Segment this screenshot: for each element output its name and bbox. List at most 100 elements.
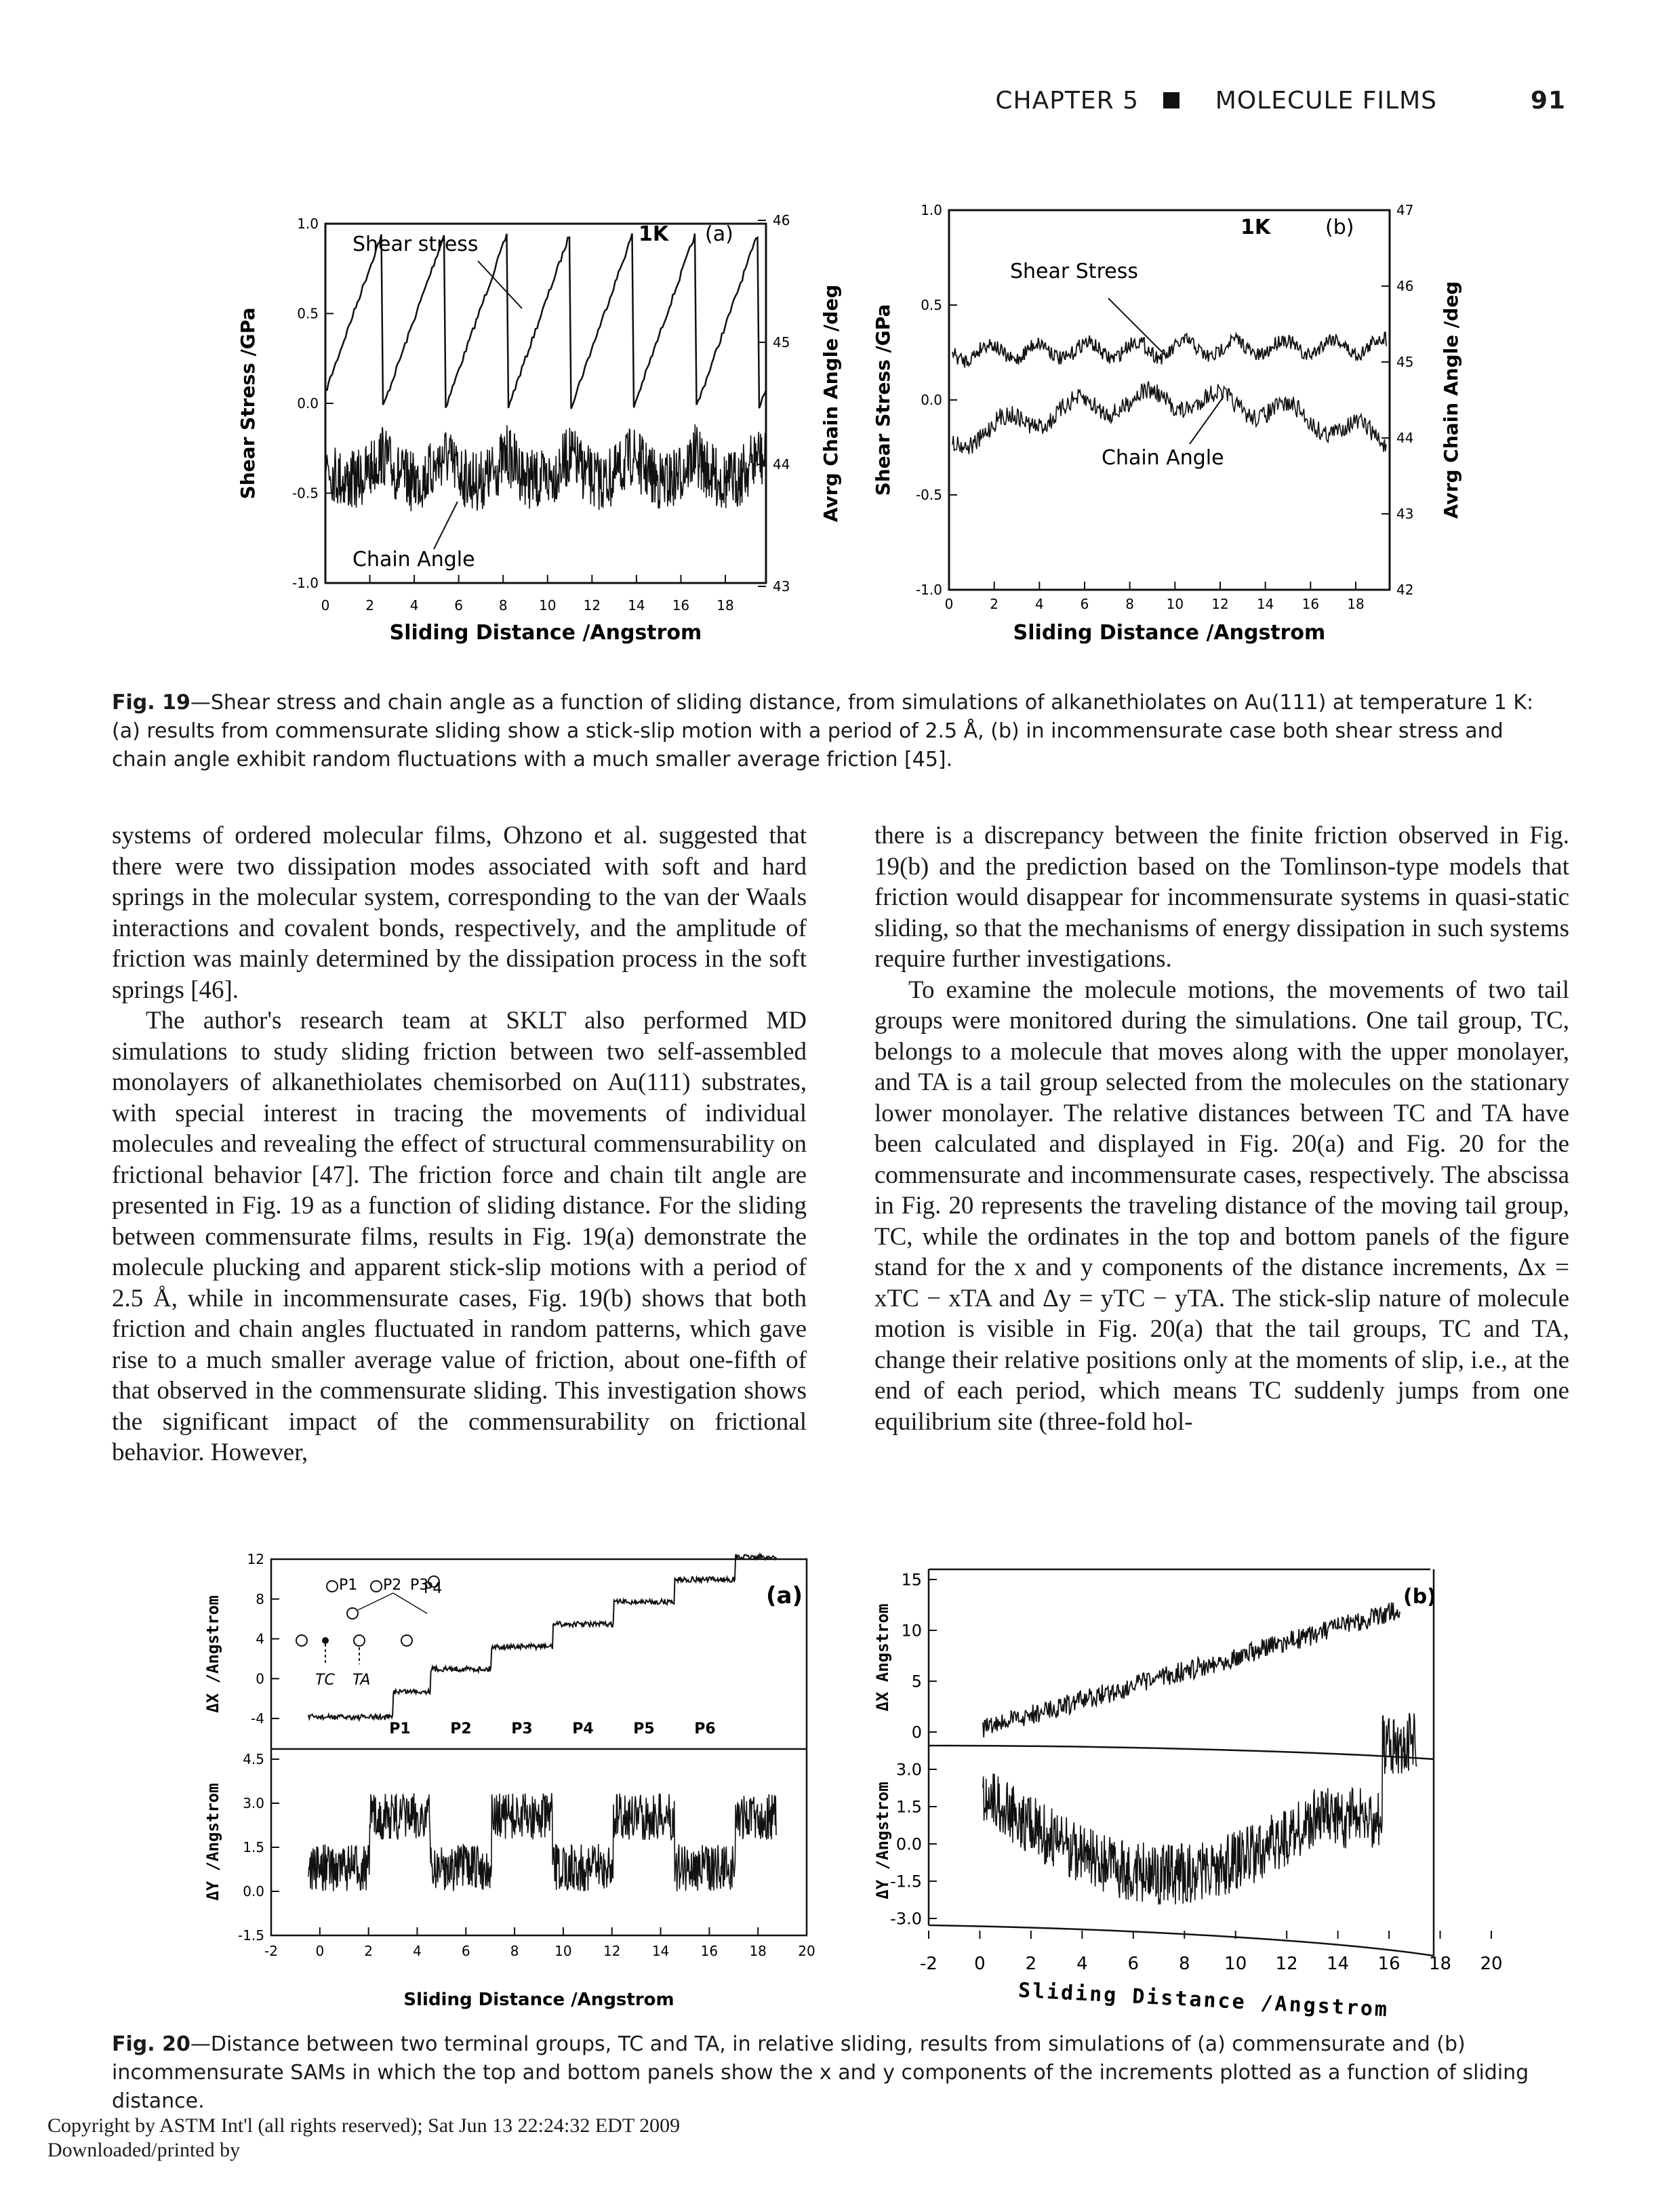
svg-text:TC: TC <box>315 1672 335 1689</box>
fig20b-ylabel-top: ΔX Angstrom <box>873 1604 892 1712</box>
fig19b-ytick-left-label: 0.0 <box>921 392 942 408</box>
fig19b-panel-tag: (b) <box>1325 216 1354 239</box>
fig19a-ytick-right-label: 45 <box>773 334 790 350</box>
fig19b-xtick-label: 10 <box>1167 596 1184 612</box>
separator-square <box>1163 92 1179 108</box>
fig19-caption-label: Fig. 19 <box>112 691 190 715</box>
fig20a-ylabel-bottom: ΔY /Angstrom <box>203 1783 222 1900</box>
fig19a-xtick-label: 18 <box>717 597 733 614</box>
fig19b-angle-pointer <box>1189 396 1224 445</box>
fig19a-ylabel-right: Avrg Chain Angle /deg <box>820 285 842 522</box>
fig20a-period-label: P1 <box>389 1721 410 1737</box>
chapter-label: CHAPTER 5 <box>995 87 1139 115</box>
fig20a-ytick-top-label: 8 <box>256 1591 264 1607</box>
fig19a-xtick-label: 8 <box>499 597 508 614</box>
fig20a-xlabel: Sliding Distance /Angstrom <box>403 1990 674 2010</box>
body-left-column: systems of ordered molecular films, Ohzo… <box>112 820 807 1468</box>
fig20b-frame <box>927 1568 1435 1957</box>
fig19a-xtick-label: 16 <box>672 597 689 614</box>
fig19a-ytick-left-label: -0.5 <box>292 485 319 502</box>
fig20a-dy-series <box>308 1792 777 1891</box>
fig20b-dy-series <box>982 1712 1417 1905</box>
fig20b-xtick-label: -2 <box>920 1954 937 1974</box>
fig20a-period-label: P6 <box>694 1721 715 1737</box>
fig19b-ytick-left-label: -0.5 <box>916 487 942 503</box>
fig20a-period-label: P2 <box>450 1721 471 1737</box>
fig20b-ytick-top-label: 10 <box>901 1621 922 1640</box>
fig20b-xlabel: Sliding Distance /Angstrom <box>1017 1979 1390 2017</box>
fig20a-frame <box>270 1558 808 1937</box>
fig19b-xtick-label: 18 <box>1347 596 1364 612</box>
fig20a-ytick-top-label: -4 <box>251 1710 264 1727</box>
fig19a-xtick-label: 12 <box>584 597 601 614</box>
body-left-paragraph-1: systems of ordered molecular films, Ohzo… <box>112 822 807 1004</box>
fig19b-ytick-left-label: -1.0 <box>916 582 942 598</box>
fig20b-xtick-label: 16 <box>1378 1954 1400 1974</box>
fig19a-ytick-right-label: 43 <box>773 578 790 595</box>
fig20b-xtick-label: 8 <box>1179 1954 1190 1974</box>
fig20b-panel-tag: (b) <box>1403 1585 1436 1609</box>
fig20b-xtick-label: 14 <box>1327 1954 1349 1974</box>
fig19b-ylabel-right: Avrg Chain Angle /deg <box>1440 281 1462 519</box>
fig20a-xtick-label: 0 <box>315 1943 324 1959</box>
fig19a-xtick-label: 2 <box>365 597 374 614</box>
fig20a-xtick-label: 6 <box>462 1943 470 1959</box>
fig19b-temp: 1K <box>1240 216 1272 239</box>
fig19a-xtick-label: 0 <box>321 597 330 614</box>
section-title: MOLECULE FILMS <box>1215 87 1437 115</box>
fig20a-panel-tag: (a) <box>766 1582 803 1609</box>
fig19b-ylabel-left: Shear Stress /GPa <box>872 304 894 496</box>
fig19a-ytick-right-label: 46 <box>773 212 790 228</box>
fig20b-ytick-bottom-label: 3.0 <box>896 1760 922 1779</box>
fig20a-dx-series <box>308 1552 777 1723</box>
fig19a-shear-pointer <box>477 260 523 309</box>
fig20a-ytick-bottom-label: 0.0 <box>243 1883 264 1899</box>
fig19b-ytick-right-label: 46 <box>1396 278 1413 294</box>
body-left-paragraph-2: The author's research team at SKLT also … <box>112 1007 807 1466</box>
fig20b-xtick-label: 2 <box>1026 1954 1037 1974</box>
fig19b-xtick-label: 0 <box>945 596 954 612</box>
fig19a-chain-angle-series <box>325 424 767 512</box>
fig20b-xtick-label: 20 <box>1480 1954 1502 1974</box>
fig19a-frame <box>324 222 767 584</box>
fig20b-ytick-top-label: 5 <box>912 1672 922 1691</box>
fig19b-chain-angle-series <box>952 381 1387 454</box>
fig20a-xtick-label: 20 <box>798 1943 815 1959</box>
fig19a-panel-tag: (a) <box>705 222 733 246</box>
fig20b-divider <box>928 1744 1434 1761</box>
fig20a-ytick-bottom-label: 4.5 <box>243 1751 264 1767</box>
fig20b-ytick-bottom-label: 1.5 <box>896 1797 922 1816</box>
fig20a-xtick-label: 18 <box>749 1943 766 1959</box>
fig19a-xtick-label: 6 <box>454 597 463 614</box>
fig20a-ytick-bottom-label: 1.5 <box>243 1839 264 1855</box>
fig20a-period-label: P3 <box>511 1721 532 1737</box>
fig19a-shear-label: Shear stress <box>352 233 479 256</box>
fig20-caption-text: —Distance between two terminal groups, T… <box>112 2032 1529 2113</box>
fig19b-angle-label: Chain Angle <box>1102 446 1224 470</box>
fig19a-shear-stress-series <box>325 233 767 409</box>
body-right-paragraph-2: To examine the molecule motions, the mov… <box>874 976 1569 1436</box>
fig19b-ytick-right-label: 47 <box>1396 202 1413 218</box>
fig19b-xtick-label: 12 <box>1211 596 1228 612</box>
fig19a-xlabel: Sliding Distance /Angstrom <box>390 621 702 645</box>
fig20a-xtick-label: 2 <box>364 1943 373 1959</box>
fig20b-xtick-label: 12 <box>1276 1954 1298 1974</box>
svg-text:P3: P3 <box>410 1577 428 1594</box>
fig20b-xtick-label: 6 <box>1128 1954 1139 1974</box>
fig19a-ytick-right-label: 44 <box>773 456 790 472</box>
fig19-caption: Fig. 19—Shear stress and chain angle as … <box>112 689 1562 774</box>
fig19b-shear-stress-series <box>952 331 1387 368</box>
fig20b-dx-series <box>982 1602 1400 1737</box>
body-right-paragraph-1: there is a discrepancy between the finit… <box>874 822 1569 973</box>
fig20a-period-label: P5 <box>633 1721 654 1737</box>
fig19a-temp: 1K <box>639 222 670 246</box>
fig19b-xlabel: Sliding Distance /Angstrom <box>1013 621 1326 645</box>
fig20a-xtick-label: 10 <box>554 1943 571 1959</box>
fig20a-xtick-label: 12 <box>603 1943 620 1959</box>
